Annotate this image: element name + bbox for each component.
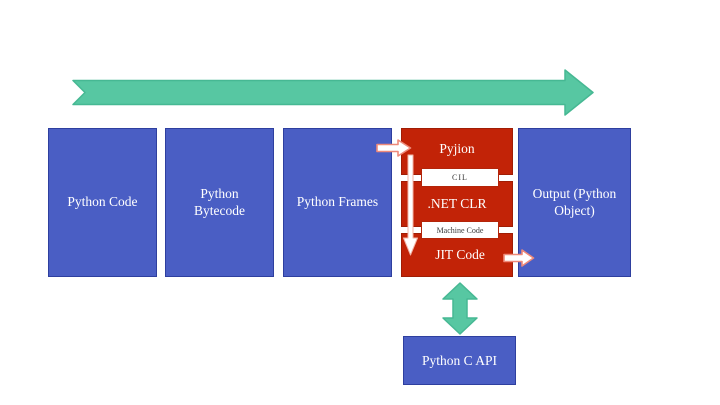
- dotnet-clr-label: .NET CLR: [427, 196, 487, 211]
- stage-output-object: Output (Python Object): [518, 128, 631, 277]
- stage-python-bytecode-label: Python Bytecode: [194, 185, 245, 218]
- pyjion-title: Pyjion: [439, 141, 475, 156]
- python-c-api-label: Python C API: [421, 352, 498, 368]
- machine-code-chip-label: Machine Code: [436, 225, 484, 235]
- stage-python-code: Python Code: [48, 128, 157, 277]
- stage-python-bytecode: Python Bytecode: [165, 128, 274, 277]
- flow-direction-arrow-icon: [72, 69, 594, 116]
- machine-code-chip: Machine Code: [421, 221, 499, 239]
- cil-chip-label: CIL: [452, 173, 468, 182]
- c-api-double-arrow-icon: [442, 282, 478, 335]
- python-c-api-box: Python C API: [403, 336, 516, 385]
- jit-code-label: JIT Code: [435, 247, 485, 262]
- cil-chip: CIL: [421, 168, 499, 187]
- stage-python-frames-label: Python Frames: [296, 194, 379, 210]
- stage-python-code-label: Python Code: [67, 194, 138, 210]
- pyjion-section: Pyjion: [401, 128, 513, 175]
- jit-code-section: JIT Code: [401, 233, 513, 277]
- stage-python-frames: Python Frames: [283, 128, 392, 277]
- stage-output-label: Output (Python Object): [532, 185, 617, 218]
